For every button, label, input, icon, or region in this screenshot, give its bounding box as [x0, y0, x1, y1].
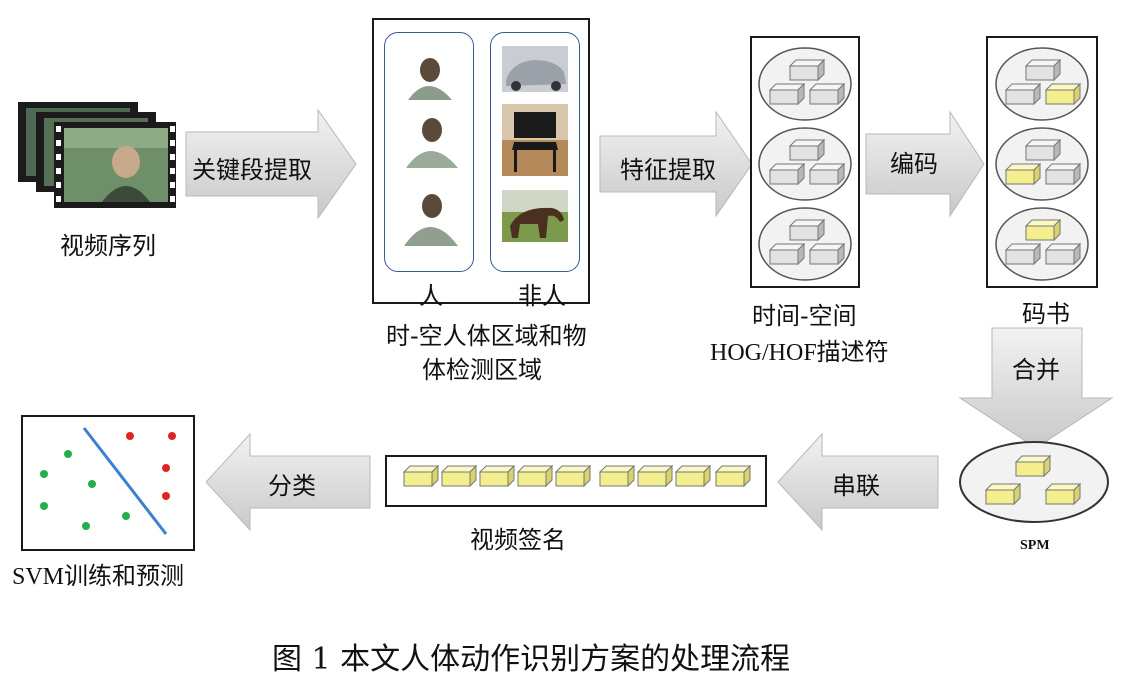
green-sample — [40, 470, 48, 478]
red-sample — [168, 432, 176, 440]
chair-image — [502, 104, 568, 176]
concat-label: 串联 — [832, 472, 880, 500]
encode-label: 编码 — [890, 150, 938, 178]
descriptor-label-line2: HOG/HOF描述符 — [710, 340, 889, 366]
video-signature-label: 视频签名 — [470, 526, 566, 554]
person-image — [406, 118, 458, 168]
green-sample — [64, 450, 72, 458]
region-label-line1: 时-空人体区域和物 — [386, 322, 587, 350]
non-person-column — [490, 32, 580, 272]
arrow-down-icon — [958, 327, 1114, 449]
car-image — [502, 46, 568, 92]
codebook-label: 码书 — [1022, 300, 1070, 328]
arrow-right-icon — [599, 110, 753, 218]
red-sample — [162, 492, 170, 500]
svm-panel — [21, 415, 195, 551]
region-label-line2: 体检测区域 — [422, 356, 542, 384]
spm-label: SPM — [1020, 538, 1050, 553]
merge-label: 合并 — [1012, 356, 1060, 384]
person-image — [408, 58, 452, 100]
feature-extract-label: 特征提取 — [620, 156, 716, 184]
video-sequence-label: 视频序列 — [60, 232, 156, 260]
arrow-left-icon — [205, 432, 371, 532]
svm-label: SVM训练和预测 — [12, 564, 185, 590]
spm-cluster — [959, 441, 1109, 523]
classify-label: 分类 — [268, 472, 316, 500]
red-sample — [162, 464, 170, 472]
svm-hyperplane — [82, 427, 168, 535]
arrow-right-icon — [865, 110, 985, 218]
descriptor-label-line1: 时间-空间 — [752, 302, 857, 330]
arrow-right-icon — [185, 108, 357, 220]
red-sample — [126, 432, 134, 440]
figure-caption: 图 1 本文人体动作识别方案的处理流程 — [272, 642, 791, 677]
person-label: 人 — [419, 282, 443, 310]
person-column — [384, 32, 474, 272]
video-sequence-thumbnail — [16, 100, 178, 210]
person-image — [404, 194, 458, 246]
key-segment-label: 关键段提取 — [192, 156, 312, 184]
green-sample — [82, 522, 90, 530]
green-sample — [88, 480, 96, 488]
green-sample — [40, 502, 48, 510]
film-strip-icon — [18, 102, 176, 208]
arrow-left-icon — [777, 432, 939, 532]
horse-image — [502, 190, 568, 242]
green-sample — [122, 512, 130, 520]
non-person-label: 非人 — [518, 282, 566, 310]
